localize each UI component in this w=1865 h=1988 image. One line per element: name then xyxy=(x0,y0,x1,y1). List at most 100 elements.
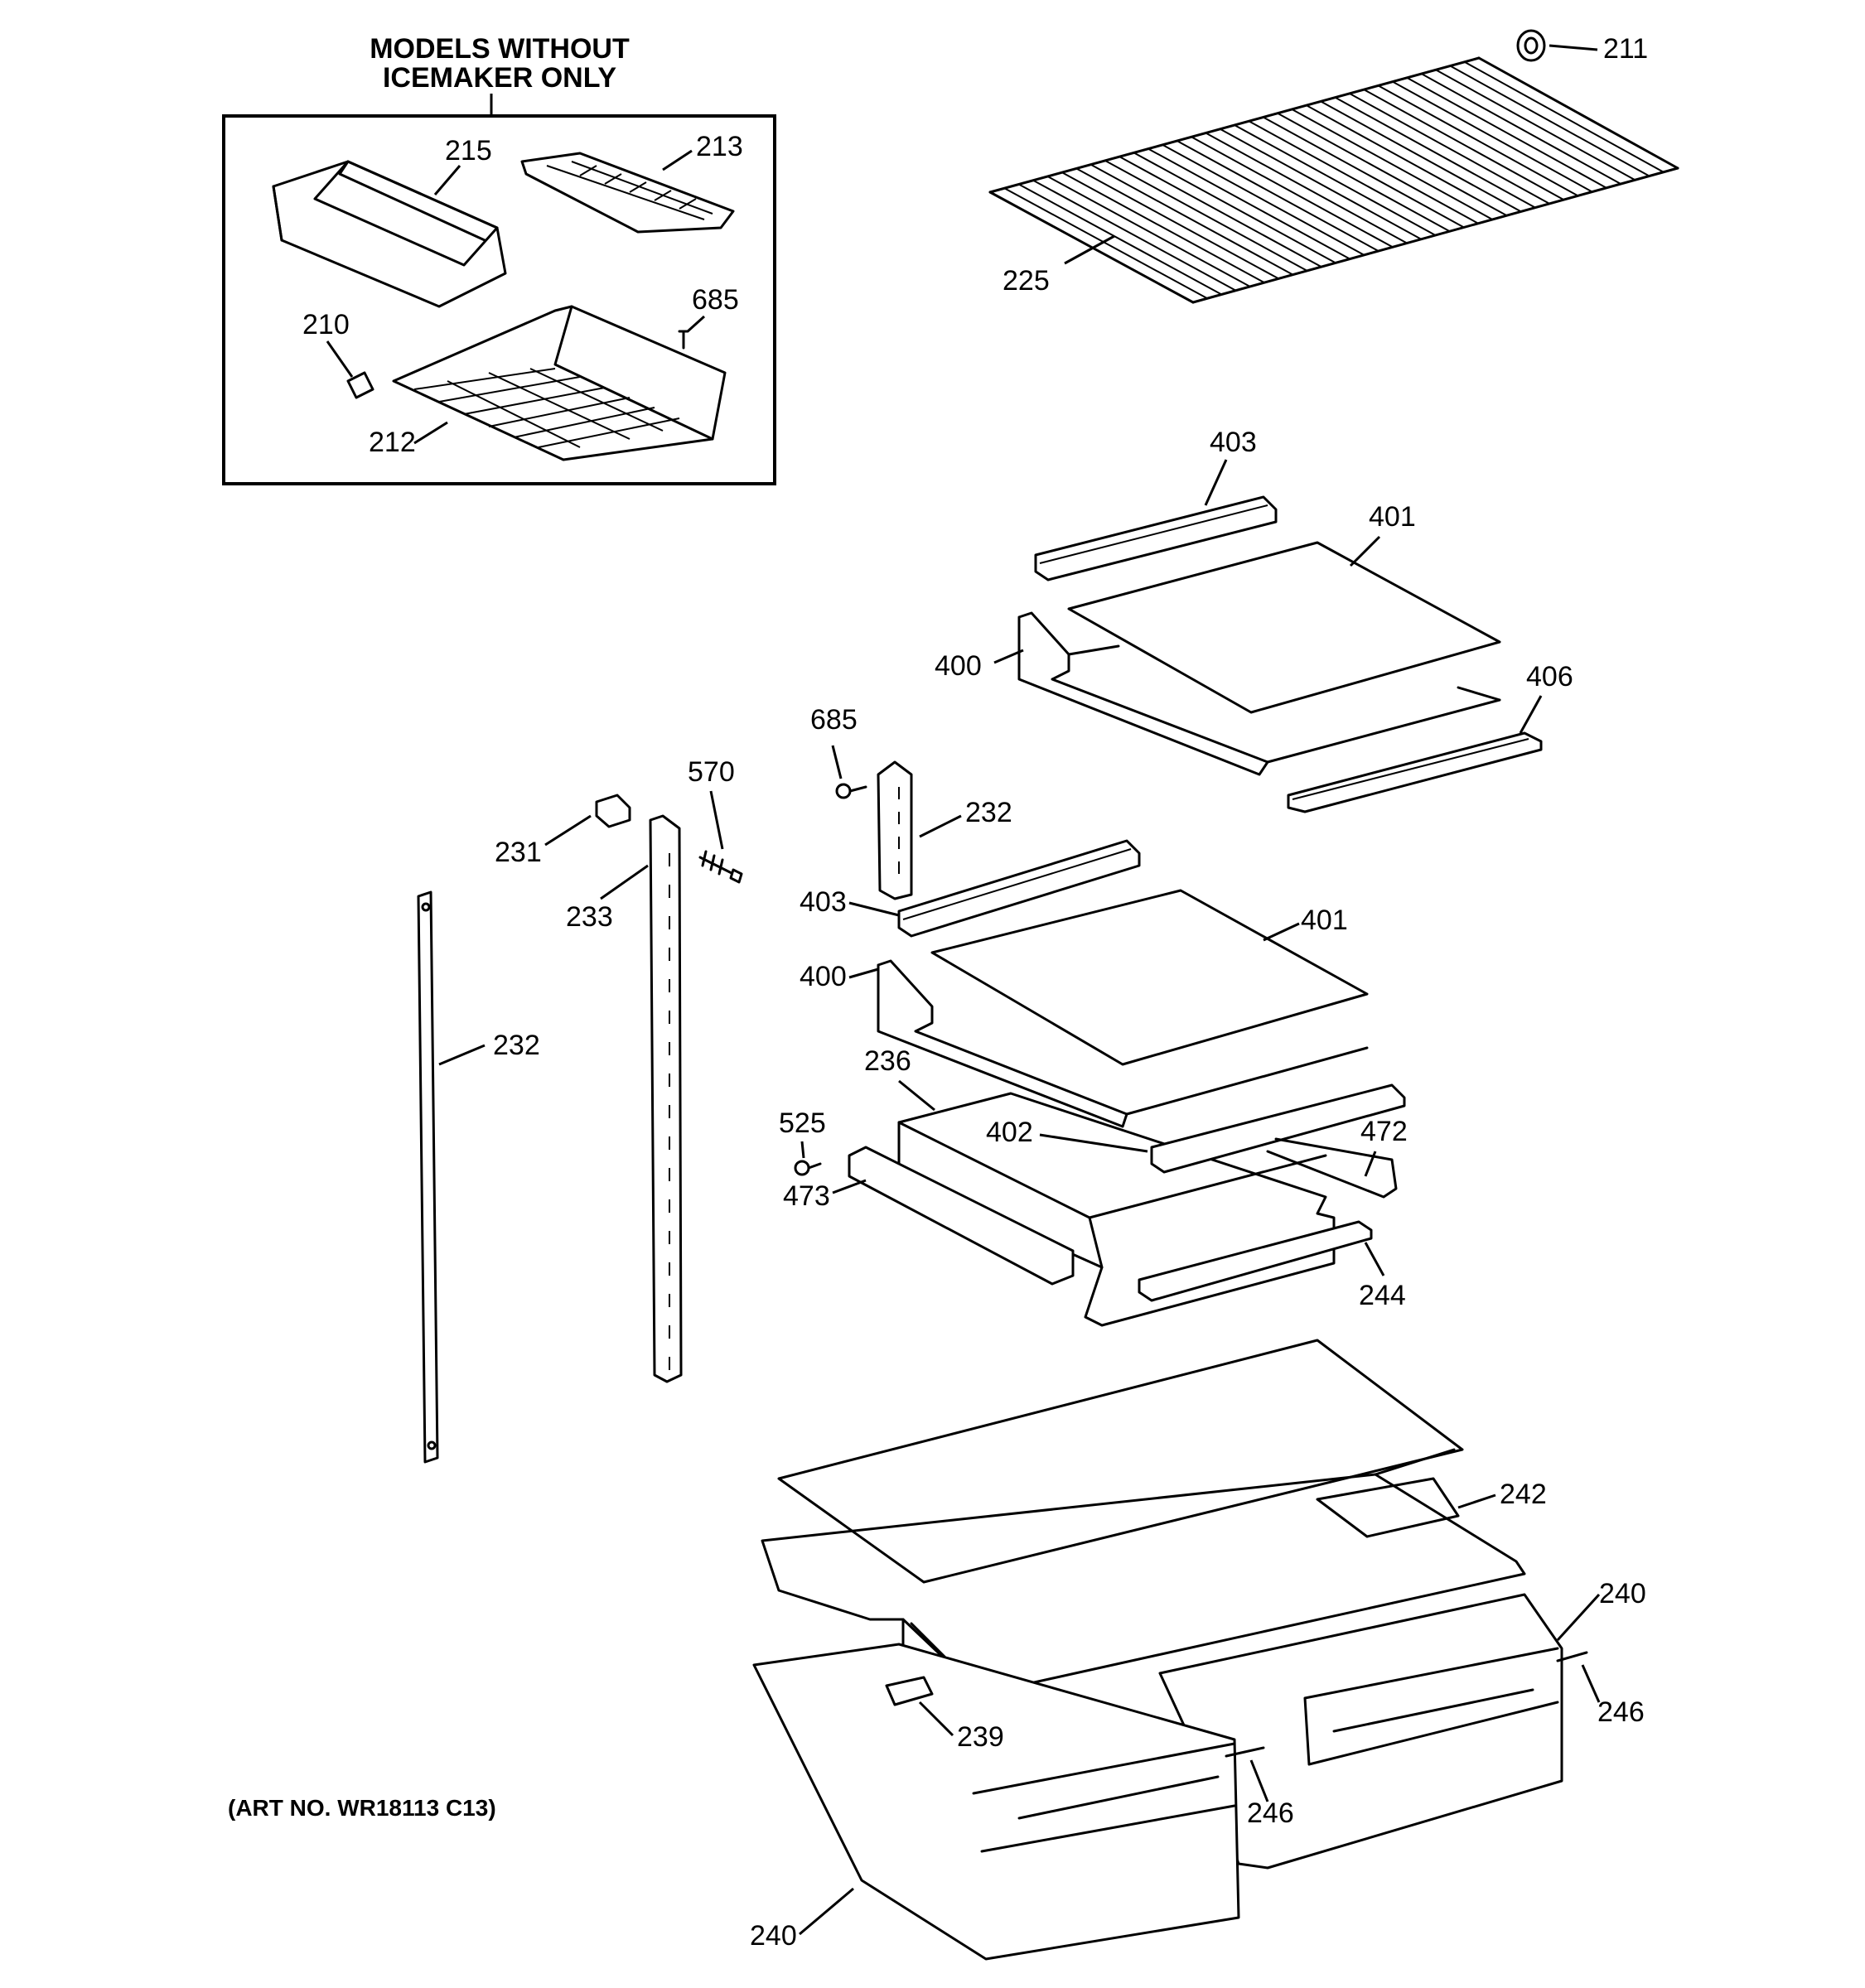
shelf-frame-part-400-mid xyxy=(877,959,1369,1128)
wire-rib xyxy=(1234,124,1436,236)
leader-401-top xyxy=(1349,535,1381,567)
leader-403-top xyxy=(1204,459,1228,506)
leader-246-mid xyxy=(1249,1759,1269,1802)
callout-211: 211 xyxy=(1603,33,1648,65)
wire-rib xyxy=(1406,76,1607,189)
drawer-support-part-239 xyxy=(885,1676,934,1706)
leader-215 xyxy=(433,165,461,195)
leader-225 xyxy=(1064,234,1115,265)
callout-401-top: 401 xyxy=(1369,501,1416,533)
art-number: (ART NO. WR18113 C13) xyxy=(228,1795,496,1821)
slide-rail-part-473 xyxy=(848,1146,1075,1286)
callout-232-right: 232 xyxy=(965,797,1012,828)
callout-244: 244 xyxy=(1359,1280,1406,1311)
callout-406: 406 xyxy=(1526,661,1573,692)
callout-400-mid: 400 xyxy=(800,961,847,992)
leader-244 xyxy=(1364,1242,1385,1276)
leader-402 xyxy=(1039,1133,1148,1153)
leader-400-mid xyxy=(848,967,879,979)
callout-233: 233 xyxy=(566,901,613,933)
glass-panel-part-401-top xyxy=(1067,541,1501,714)
callout-473: 473 xyxy=(783,1180,830,1212)
callout-403-top: 403 xyxy=(1210,427,1257,458)
wire-rib xyxy=(1291,109,1493,220)
ladder-clip-part-231 xyxy=(595,794,631,828)
screw-part-525 xyxy=(794,1160,822,1176)
icemaker-inset: MODELS WITHOUT ICEMAKER ONLY 215 xyxy=(222,33,776,485)
shelf-bumper-part-211 xyxy=(1516,29,1546,62)
wire-rib xyxy=(1032,179,1237,292)
callout-246-mid: 246 xyxy=(1247,1797,1294,1829)
leader-231 xyxy=(544,814,592,847)
callout-242: 242 xyxy=(1500,1479,1547,1510)
wire-rib xyxy=(1176,140,1379,252)
callout-401-mid: 401 xyxy=(1301,905,1348,936)
wire-rib xyxy=(1205,132,1408,244)
wire-rib xyxy=(1320,100,1522,213)
pan-cover-trim-part-402 xyxy=(1150,1083,1406,1174)
leader-232-right xyxy=(919,814,962,838)
leader-525 xyxy=(800,1141,805,1159)
callout-213: 213 xyxy=(696,131,743,162)
wire-rib xyxy=(1148,147,1350,260)
leader-212 xyxy=(413,421,448,445)
shelf-ladder-part-232-right xyxy=(877,760,913,900)
wire-rib xyxy=(1191,136,1394,248)
wire-rib xyxy=(1277,112,1479,224)
wire-rib xyxy=(1306,104,1508,217)
inset-frame xyxy=(222,114,776,485)
tray-shelf-part-212 xyxy=(392,305,727,461)
shelf-ladder-part-233 xyxy=(649,814,683,1383)
callout-246-right: 246 xyxy=(1597,1696,1645,1728)
callout-210: 210 xyxy=(302,309,350,340)
callout-232-left: 232 xyxy=(493,1030,540,1061)
wire-rib xyxy=(1104,160,1308,272)
drawer-handle-part-246-left xyxy=(1225,1746,1265,1758)
leader-240-right xyxy=(1556,1593,1601,1642)
wire-rib xyxy=(1464,60,1664,173)
inset-heading-line2: ICEMAKER ONLY xyxy=(383,62,616,94)
callout-403-mid: 403 xyxy=(800,886,847,918)
leader-246-right xyxy=(1581,1664,1601,1703)
callout-240-bottom: 240 xyxy=(750,1920,797,1952)
wire-rib xyxy=(1046,176,1251,287)
snack-pan-assembly xyxy=(794,1083,1406,1327)
leader-403-mid xyxy=(848,901,900,917)
shelf-frame-part-400-top xyxy=(1017,611,1501,776)
leader-211 xyxy=(1549,44,1598,51)
callout-472: 472 xyxy=(1360,1116,1408,1147)
top-glass-shelf-assembly xyxy=(1017,495,1543,813)
screw-part-685-mid xyxy=(835,783,867,799)
callout-215: 215 xyxy=(445,135,492,166)
screw-part-685-inset xyxy=(678,330,689,350)
wire-rib xyxy=(1003,187,1208,300)
leader-400-top xyxy=(993,649,1024,664)
leader-473 xyxy=(832,1179,867,1194)
pan-trim-part-244 xyxy=(1138,1220,1373,1302)
leader-401-mid xyxy=(1263,922,1300,942)
crisper-drawer-part-240-left xyxy=(752,1643,1240,1961)
leader-210 xyxy=(326,340,354,378)
callout-240-right: 240 xyxy=(1599,1578,1646,1609)
callout-685-inset: 685 xyxy=(692,284,739,316)
leader-232-left xyxy=(438,1044,486,1066)
glass-panel-part-401-mid xyxy=(930,889,1369,1066)
wire-rib xyxy=(1378,84,1579,197)
callout-236: 236 xyxy=(864,1045,911,1077)
wire-rib xyxy=(1162,143,1365,256)
wire-rib xyxy=(1090,163,1293,276)
inset-heading-line1: MODELS WITHOUT xyxy=(370,33,630,65)
wire-rib xyxy=(1061,171,1265,284)
wire-rib xyxy=(1349,93,1550,205)
wire-rib xyxy=(1392,80,1593,193)
wire-rib xyxy=(1119,156,1322,268)
leader-236 xyxy=(898,1079,935,1112)
callout-685-mid: 685 xyxy=(810,704,858,736)
ice-tray-part-213 xyxy=(520,152,735,234)
leader-685-mid xyxy=(831,745,843,779)
wire-rib xyxy=(1248,120,1451,233)
callout-231: 231 xyxy=(495,837,542,868)
wire-rib xyxy=(1018,183,1222,296)
leader-242 xyxy=(1457,1493,1496,1509)
